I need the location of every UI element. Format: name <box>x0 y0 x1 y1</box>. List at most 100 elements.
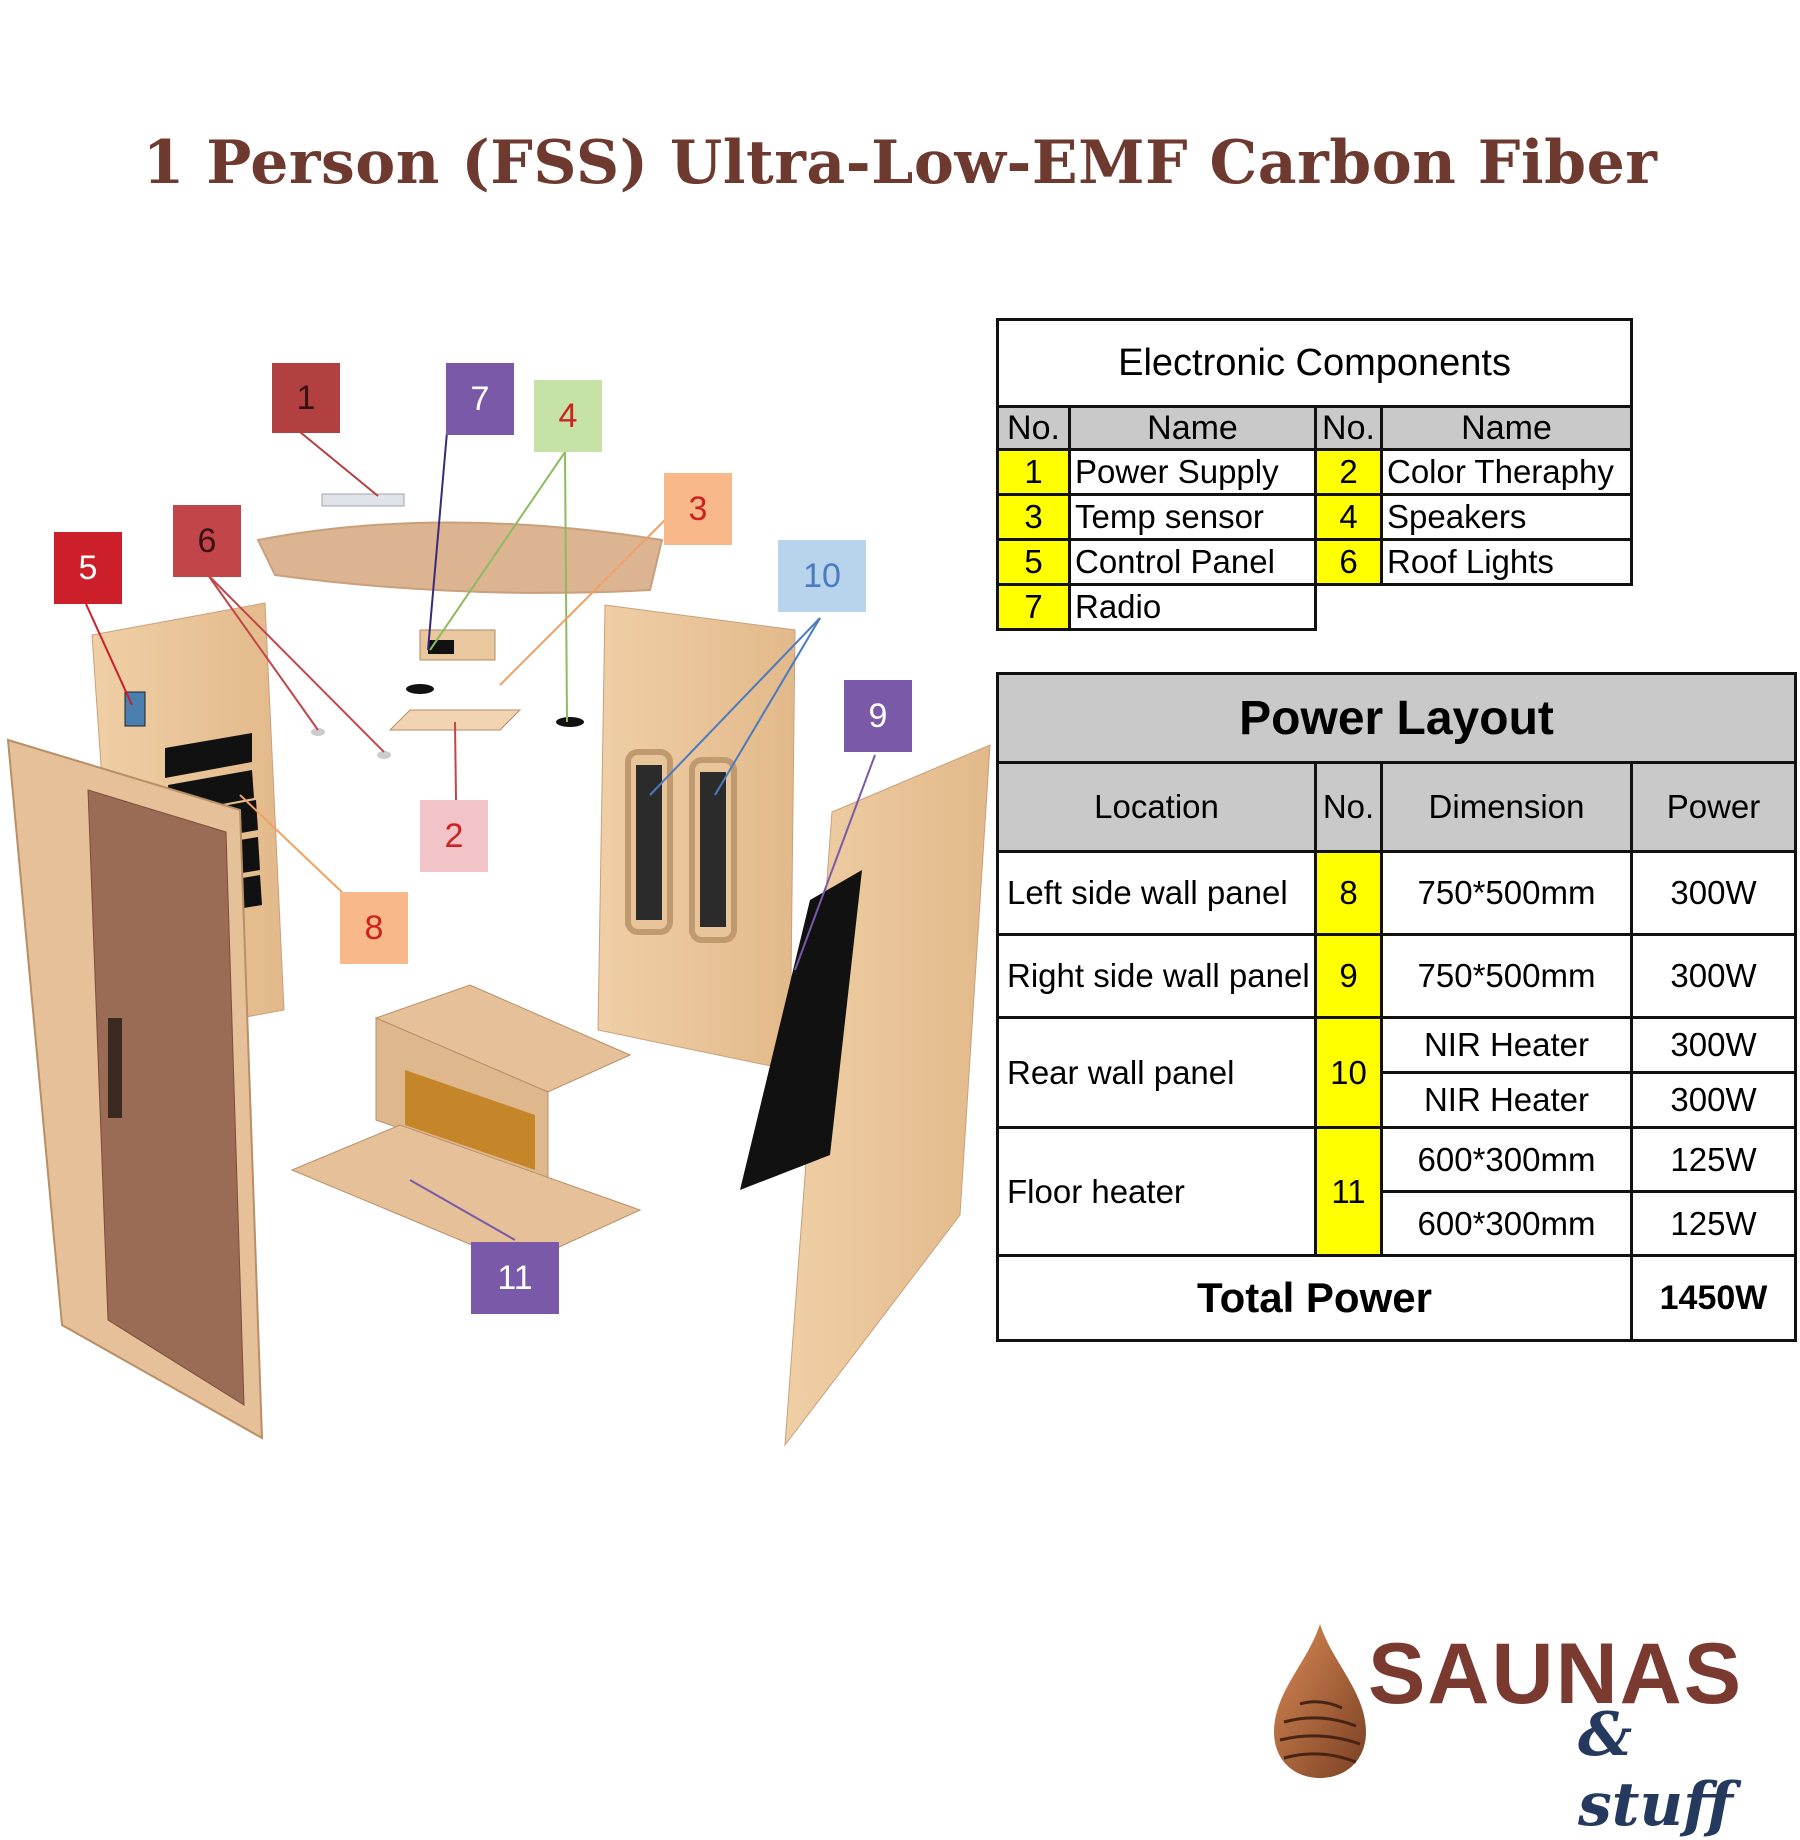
callout-9: 9 <box>844 680 912 752</box>
page-title: 1 Person (FSS) Ultra-Low-EMF Carbon Fibe… <box>142 128 1658 198</box>
callout-1-label: 1 <box>297 379 316 417</box>
callout-11: 11 <box>471 1242 559 1314</box>
rear-heater-grid-right <box>689 757 737 943</box>
callout-1-box <box>272 363 340 433</box>
pl-header-location: Location <box>996 761 1317 853</box>
dimension-cell: NIR Heater <box>1380 1071 1633 1129</box>
number-cell: 9 <box>1314 933 1383 1019</box>
speaker-left <box>406 684 434 694</box>
roof-panel <box>256 521 664 594</box>
callout-10-label: 10 <box>803 557 841 595</box>
brand-subtitle: & stuff <box>1578 1700 1733 1840</box>
callout-5-label: 5 <box>79 549 98 587</box>
dimension-cell: 600*300mm <box>1380 1126 1633 1193</box>
dimension-cell: NIR Heater <box>1380 1016 1633 1074</box>
pl-header-power: Power <box>1629 761 1798 853</box>
callout-4: 4 <box>534 380 602 452</box>
table-row: 1 Power Supply 2 Color Theraphy <box>996 448 1634 496</box>
callout-2-label: 2 <box>445 817 464 855</box>
component-name: Roof Lights <box>1379 538 1634 586</box>
roof-light-2 <box>377 751 391 759</box>
callout-4-label: 4 <box>559 397 578 435</box>
color-therapy-light <box>388 709 522 731</box>
floor-heater-panel <box>290 1124 642 1266</box>
callout-8: 8 <box>340 892 408 964</box>
left-heater-1 <box>165 733 252 778</box>
location-cell: Right side wall panel <box>996 933 1317 1019</box>
callout-9-box <box>844 680 912 752</box>
speaker-right <box>556 717 584 727</box>
sauna-exploded-diagram: 1 2 3 4 5 6 7 8 9 10 11 <box>6 363 991 1447</box>
pl-header-no: No. <box>1314 761 1383 853</box>
number-cell: 10 <box>1314 1016 1383 1129</box>
leader-lines <box>85 431 876 1241</box>
brand-name: SAUNAS <box>1368 1626 1744 1722</box>
table-row: Left side wall panel 8 750*500mm 300W <box>996 850 1798 936</box>
component-number: 7 <box>996 583 1071 631</box>
dimension-cell: 600*300mm <box>1380 1190 1633 1257</box>
component-number: 1 <box>996 448 1071 496</box>
power-supply-box <box>321 493 405 507</box>
ec-header-no: No. <box>1314 405 1383 451</box>
callout-1: 1 <box>272 363 340 433</box>
table-row: 600*300mm 125W <box>998 1190 1798 1257</box>
door-glass <box>87 789 245 1406</box>
table-row: Rear wall panel 10 NIR Heater 300W <box>996 1016 1798 1129</box>
component-number: 5 <box>996 538 1071 586</box>
callout-2-box <box>420 800 488 872</box>
callout-10-box <box>778 540 866 612</box>
ec-header-name: Name <box>1068 405 1317 451</box>
total-power-label: Total Power <box>996 1254 1633 1342</box>
power-cell: 300W <box>1629 1016 1798 1074</box>
floor-heater-glow <box>405 1070 535 1170</box>
callout-10: 10 <box>778 540 866 612</box>
callout-8-label: 8 <box>365 909 384 947</box>
table-row: 5 Control Panel 6 Roof Lights <box>996 538 1634 586</box>
callout-3-box <box>664 473 732 545</box>
component-name: Speakers <box>1379 493 1634 541</box>
door-handle <box>108 1018 122 1118</box>
total-row: Total Power 1450W <box>996 1254 1798 1342</box>
table-row: Right side wall panel 9 750*500mm 300W <box>996 933 1798 1019</box>
location-cell: Left side wall panel <box>996 850 1317 936</box>
location-cell: Rear wall panel <box>996 1016 1317 1129</box>
table-row: NIR Heater 300W <box>998 1071 1798 1129</box>
component-name: Temp sensor <box>1068 493 1317 541</box>
right-wall-heater <box>740 870 862 1190</box>
brand-logo <box>1274 1624 1366 1778</box>
callout-6-label: 6 <box>198 522 217 560</box>
power-layout-title: Power Layout <box>995 672 1798 764</box>
number-cell: 8 <box>1314 850 1383 936</box>
component-number: 6 <box>1314 538 1383 586</box>
callout-11-box <box>471 1242 559 1314</box>
power-cell: 300W <box>1629 1071 1798 1129</box>
location-cell: Floor heater <box>996 1126 1317 1257</box>
power-cell: 125W <box>1629 1190 1798 1257</box>
callout-11-label: 11 <box>497 1259 532 1297</box>
component-name: Power Supply <box>1068 448 1317 496</box>
power-cell: 300W <box>1629 850 1798 936</box>
power-cell: 125W <box>1629 1126 1798 1193</box>
callout-8-box <box>340 892 408 964</box>
callout-7: 7 <box>446 363 514 435</box>
power-cell: 300W <box>1629 933 1798 1019</box>
component-name: Radio <box>1068 583 1317 631</box>
callout-6: 6 <box>173 505 241 577</box>
ec-header-name: Name <box>1379 405 1634 451</box>
component-name: Control Panel <box>1068 538 1317 586</box>
callout-4-box <box>534 380 602 452</box>
component-name: Color Theraphy <box>1379 448 1634 496</box>
component-number: 4 <box>1314 493 1383 541</box>
component-number: 3 <box>996 493 1071 541</box>
callout-5: 5 <box>54 532 122 604</box>
callout-7-box <box>446 363 514 435</box>
empty-cell <box>1316 585 1632 630</box>
ec-header-no: No. <box>996 405 1071 451</box>
dimension-cell: 750*500mm <box>1380 933 1633 1019</box>
callout-3: 3 <box>664 473 732 545</box>
callout-7-label: 7 <box>471 380 490 418</box>
number-cell: 11 <box>1314 1126 1383 1257</box>
electronic-components-title: Electronic Components <box>995 318 1634 408</box>
callout-6-box <box>173 505 241 577</box>
table-row: Floor heater 11 600*300mm 125W <box>996 1126 1798 1257</box>
